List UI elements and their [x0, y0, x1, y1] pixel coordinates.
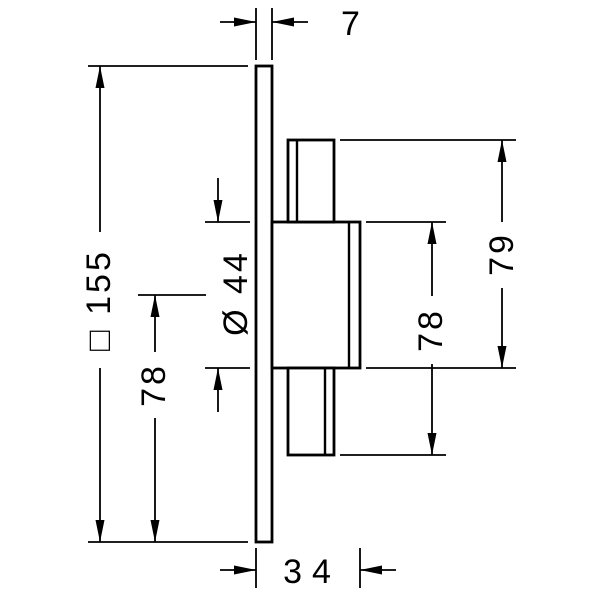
arrowhead-down [213, 200, 223, 222]
arrowhead-down [95, 520, 105, 542]
arrowhead-right [234, 17, 256, 27]
dim-label-center-to-bottom: 78 [135, 363, 173, 407]
arrowhead-up [427, 222, 437, 244]
arrowhead-left [272, 17, 294, 27]
dim-depth: 34 [220, 548, 396, 591]
dim-center-to-bottom: 78 [135, 294, 206, 542]
arrowhead-up [95, 66, 105, 88]
dim-label-diameter: Ø 44 [217, 250, 255, 336]
arrowhead-up [497, 140, 507, 162]
arrowhead-down [150, 520, 160, 542]
dim-label-outer-span: 79 [483, 232, 521, 276]
arrowhead-up [213, 368, 223, 390]
dim-label-plate-size: □ 155 [80, 249, 118, 351]
dim-label-depth: 34 [283, 553, 341, 591]
valve-body [270, 138, 362, 457]
valve-body-lower [286, 366, 336, 457]
arrowhead-right [234, 565, 256, 575]
valve-body-upper [286, 138, 336, 224]
arrowhead-down [497, 346, 507, 368]
dim-plate-size: □ 155 [80, 65, 248, 543]
faceplate-side-view [254, 64, 274, 544]
dim-label-inner-span: 78 [412, 308, 450, 352]
dim-label-plate-thickness: 7 [341, 5, 363, 43]
dim-diameter: Ø 44 [205, 178, 255, 412]
dim-inner-span: 78 [340, 221, 450, 456]
valve-body-middle [270, 220, 362, 370]
arrowhead-up [150, 295, 160, 317]
faceplate-outline [254, 64, 274, 544]
arrowhead-left [360, 565, 382, 575]
dim-outer-span: 79 [340, 139, 521, 369]
arrowhead-down [427, 433, 437, 455]
dim-plate-thickness: 7 [220, 5, 363, 60]
